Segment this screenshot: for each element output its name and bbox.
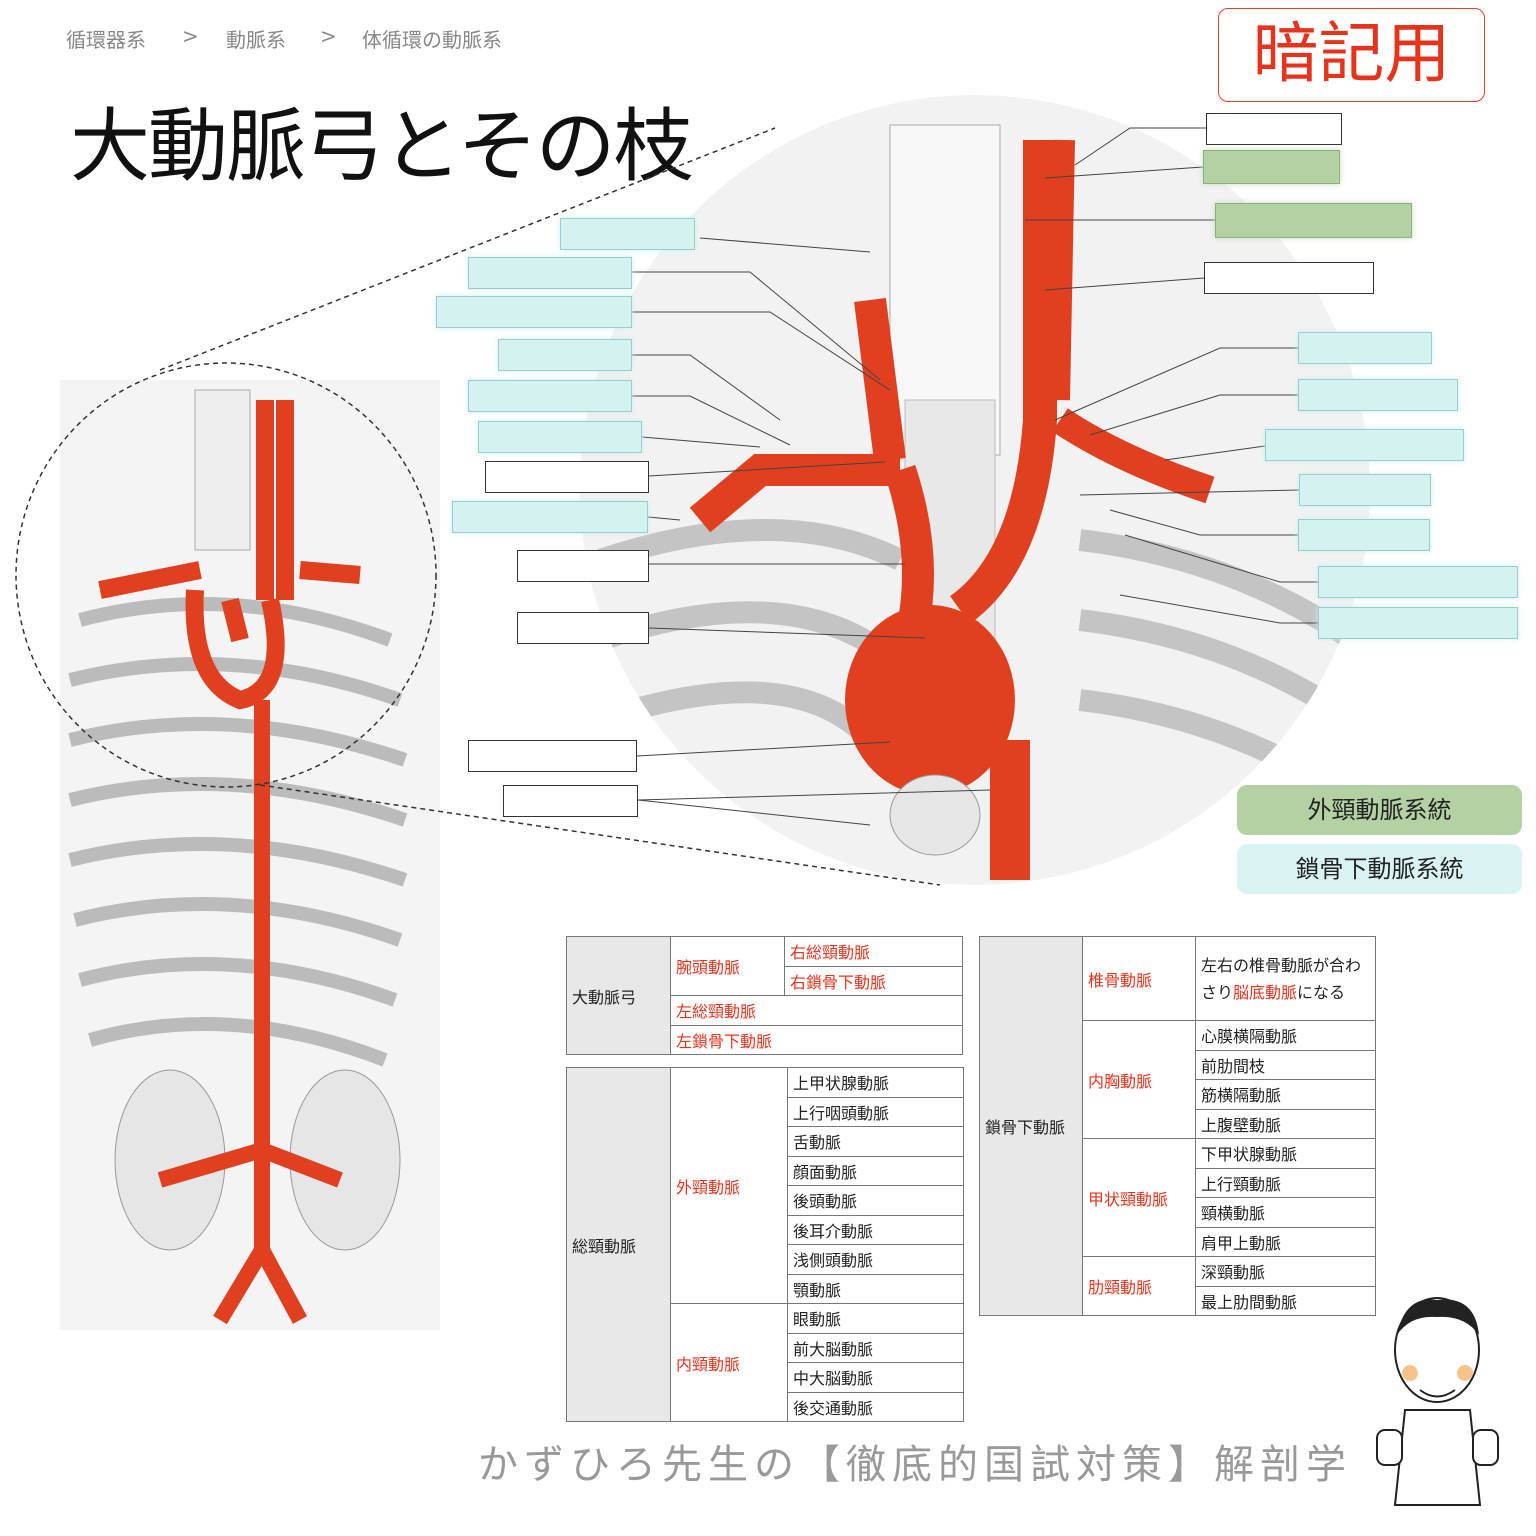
blank-label-box[interactable]: [560, 218, 695, 250]
table-cell: 上行頸動脈: [1195, 1167, 1376, 1198]
table-cell: 内頸動脈: [670, 1303, 788, 1422]
blank-label-box[interactable]: [498, 339, 632, 371]
table-cell: 総頸動脈: [566, 1067, 671, 1422]
note-text: 左右の椎骨動脈が合わさり: [1201, 955, 1362, 1002]
blank-label-box[interactable]: [478, 421, 642, 453]
table-cell: 心膜横隔動脈: [1195, 1020, 1376, 1051]
table-cell: 深頸動脈: [1195, 1256, 1376, 1287]
table-cell: 肋頸動脈: [1082, 1256, 1196, 1316]
table-cell: 右総頸動脈: [784, 936, 963, 967]
table-cell: 左総頸動脈: [670, 995, 963, 1026]
table-cell: 下甲状腺動脈: [1195, 1138, 1376, 1169]
note-text: になる: [1297, 982, 1346, 1002]
zoom-connector-lines: [159, 127, 941, 886]
footer-credit: かずひろ先生の【徹底的国試対策】解剖学: [478, 1442, 1352, 1488]
leader-lines: [632, 127, 1318, 826]
blank-label-box[interactable]: [468, 257, 632, 289]
table-cell: 左右の椎骨動脈が合わさり脳底動脈になる: [1195, 936, 1376, 1021]
table-cell: 大動脈弓: [566, 936, 671, 1055]
blank-label-box[interactable]: [468, 380, 632, 412]
table-cell: 椎骨動脈: [1082, 936, 1196, 1021]
breadcrumb-item[interactable]: 体循環の動脈系: [362, 28, 502, 52]
breadcrumb-separator: >: [320, 24, 337, 48]
blank-label-box[interactable]: [468, 740, 637, 772]
table-cell: 上腹壁動脈: [1195, 1108, 1376, 1139]
table-cell: 右鎖骨下動脈: [784, 965, 963, 996]
zoomed-aortic-arch: [580, 95, 1370, 885]
aortic-arch-table: 大動脈弓腕頭動脈右総頸動脈 右鎖骨下動脈 左総頸動脈 左鎖骨下動脈: [566, 936, 963, 1055]
table-cell: 頸横動脈: [1195, 1197, 1376, 1228]
teacher-mascot-illustration: [1376, 1297, 1499, 1506]
table-cell: 顎動脈: [787, 1273, 964, 1304]
table-cell: 浅側頭動脈: [787, 1244, 964, 1275]
blank-label-box[interactable]: [1203, 150, 1340, 184]
legend-subclavian: 鎖骨下動脈系統: [1237, 844, 1522, 894]
blank-label-box[interactable]: [503, 785, 638, 817]
blank-label-box[interactable]: [517, 612, 649, 644]
blank-label-box[interactable]: [1215, 203, 1412, 238]
blank-label-box[interactable]: [1318, 607, 1518, 639]
table-cell: 筋横隔動脈: [1195, 1079, 1376, 1110]
table-cell: 中大脳動脈: [787, 1362, 964, 1393]
blank-label-box[interactable]: [1318, 566, 1518, 598]
blank-label-box[interactable]: [1298, 379, 1458, 411]
blank-label-box[interactable]: [1299, 474, 1431, 506]
blank-label-box[interactable]: [517, 550, 649, 582]
common-carotid-table: 総頸動脈外頸動脈上甲状腺動脈上行咽頭動脈舌動脈顔面動脈後頭動脈後耳介動脈浅側頭動…: [566, 1067, 964, 1422]
table-cell: 舌動脈: [787, 1126, 964, 1157]
table-cell: 上甲状腺動脈: [787, 1067, 964, 1098]
breadcrumb-item[interactable]: 動脈系: [226, 28, 286, 52]
table-cell: 前肋間枝: [1195, 1049, 1376, 1080]
table-cell: 左鎖骨下動脈: [670, 1024, 963, 1055]
table-cell: 眼動脈: [787, 1303, 964, 1334]
table-cell: 鎖骨下動脈: [979, 936, 1083, 1316]
table-cell: 甲状頸動脈: [1082, 1138, 1196, 1257]
table-cell: 後耳介動脈: [787, 1214, 964, 1245]
blank-label-box[interactable]: [485, 461, 649, 493]
torso-figure: [60, 380, 440, 1330]
zoom-region-outline: [15, 362, 437, 788]
note-highlight: 脳底動脈: [1233, 982, 1298, 1002]
table-cell: 外頸動脈: [670, 1067, 788, 1304]
table-cell: 顔面動脈: [787, 1155, 964, 1186]
blank-label-box[interactable]: [1298, 332, 1432, 364]
blank-label-box[interactable]: [1206, 113, 1342, 145]
breadcrumb-separator: >: [182, 24, 199, 48]
table-cell: 後交通動脈: [787, 1391, 964, 1422]
table-cell: 上行咽頭動脈: [787, 1096, 964, 1127]
table-cell: 内胸動脈: [1082, 1020, 1196, 1139]
memorize-badge: 暗記用: [1218, 8, 1485, 102]
page-title: 大動脈弓とその枝: [70, 100, 694, 193]
table-cell: 肩甲上動脈: [1195, 1226, 1376, 1257]
blank-label-box[interactable]: [1298, 519, 1430, 551]
blank-label-box[interactable]: [1204, 262, 1374, 294]
table-cell: 後頭動脈: [787, 1185, 964, 1216]
table-cell: 前大脳動脈: [787, 1332, 964, 1363]
legend-external-carotid: 外頸動脈系統: [1237, 785, 1522, 835]
blank-label-box[interactable]: [452, 501, 648, 533]
blank-label-box[interactable]: [1265, 429, 1464, 461]
table-cell: 腕頭動脈: [670, 936, 785, 996]
blank-label-box[interactable]: [436, 296, 632, 328]
table-cell: 最上肋間動脈: [1195, 1285, 1376, 1316]
subclavian-table: 鎖骨下動脈椎骨動脈左右の椎骨動脈が合わさり脳底動脈になる内胸動脈心膜横隔動脈前肋…: [979, 936, 1376, 1316]
breadcrumb-item[interactable]: 循環器系: [66, 28, 146, 52]
